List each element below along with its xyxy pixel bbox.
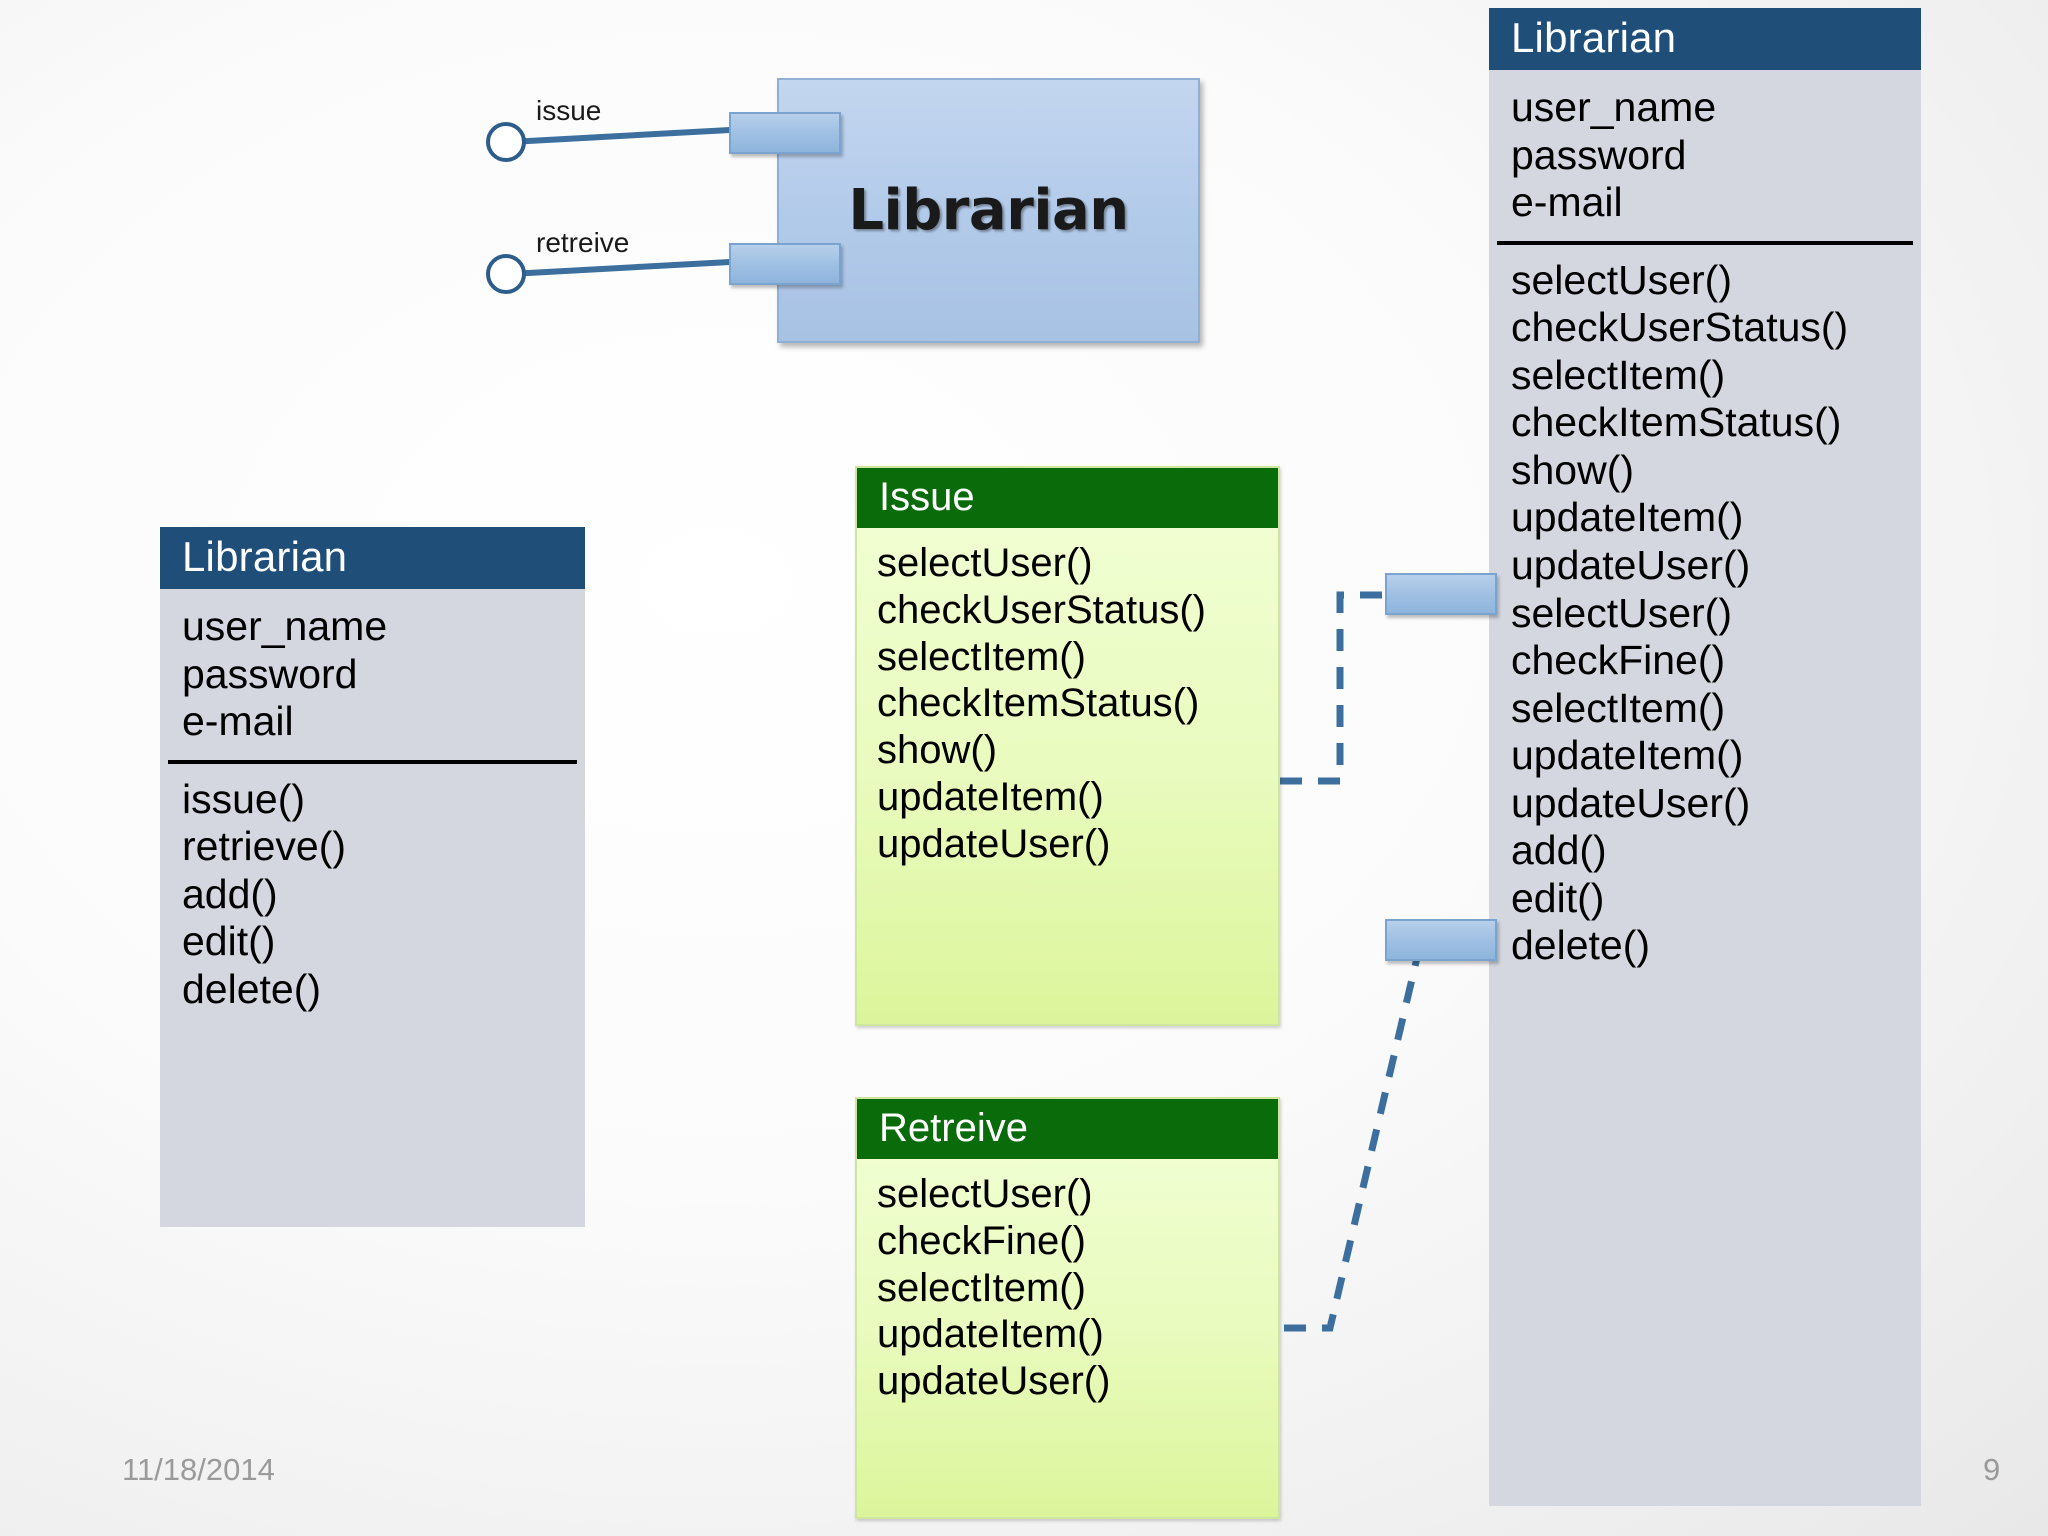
class-operation: add() <box>182 870 278 917</box>
interface-label-issue: issue <box>536 95 602 126</box>
slide-page-number: 9 <box>1983 1452 2001 1487</box>
operation: selectUser() <box>877 541 1093 585</box>
class-attribute: password <box>182 650 358 697</box>
class-operation: selectUser() <box>1511 256 1732 303</box>
class-port-issue[interactable] <box>1385 573 1497 615</box>
component-retreive-title: Retreive <box>857 1099 1278 1159</box>
class-divider <box>1497 240 1913 245</box>
class-operation: checkFine() <box>1511 637 1726 684</box>
interface-socket-retreive[interactable] <box>486 254 526 294</box>
operation: updateUser() <box>877 1359 1111 1404</box>
class-operation: checkItemStatus() <box>1511 399 1842 446</box>
class-attributes: user_name password e-mail <box>160 589 585 756</box>
class-title: Librarian <box>1489 8 1921 71</box>
operation: selectUser() <box>877 1172 1093 1216</box>
operation: updateUser() <box>877 821 1111 866</box>
operation: checkUserStatus() <box>877 587 1206 632</box>
operation: updateItem() <box>877 1312 1104 1357</box>
component-issue-operations: selectUser() checkUserStatus() selectIte… <box>857 528 1278 880</box>
class-attribute: password <box>1511 131 1687 178</box>
class-operation: updateItem() <box>1511 732 1744 779</box>
class-operation: checkUserStatus() <box>1511 304 1849 351</box>
component-retreive-operations: selectUser() checkFine() selectItem() up… <box>857 1159 1278 1417</box>
class-operation: updateUser() <box>1511 779 1751 826</box>
class-operation: updateUser() <box>1511 542 1751 589</box>
class-operation: updateItem() <box>1511 494 1744 541</box>
class-operation: delete() <box>1511 922 1651 969</box>
class-port-retreive[interactable] <box>1385 919 1497 961</box>
operation: selectItem() <box>877 634 1086 679</box>
class-operation: edit() <box>182 918 276 965</box>
interface-label-retreive: retreive <box>536 227 630 258</box>
class-title: Librarian <box>160 527 585 590</box>
class-attributes: user_name password e-mail <box>1489 70 1921 237</box>
class-operation: selectItem() <box>1511 351 1726 398</box>
component-retreive[interactable]: Retreive selectUser() checkFine() select… <box>855 1097 1280 1519</box>
class-operation: selectItem() <box>1511 684 1726 731</box>
operation: checkFine() <box>877 1218 1086 1263</box>
class-operations: issue() retrieve() add() edit() delete() <box>160 764 585 1032</box>
class-operation: delete() <box>182 965 322 1012</box>
component-librarian[interactable]: Librarian <box>777 78 1200 343</box>
class-operation: selectUser() <box>1511 589 1732 636</box>
class-librarian-right[interactable]: Librarian user_name password e-mail sele… <box>1489 8 1921 1506</box>
class-operation: add() <box>1511 827 1607 874</box>
class-attribute: user_name <box>1511 84 1717 131</box>
component-port-retreive[interactable] <box>729 243 841 285</box>
component-issue-title: Issue <box>857 468 1278 528</box>
class-operation: retrieve() <box>182 823 347 870</box>
operation: show() <box>877 728 998 773</box>
component-issue[interactable]: Issue selectUser() checkUserStatus() sel… <box>855 466 1280 1026</box>
class-divider <box>168 759 577 764</box>
operation: checkItemStatus() <box>877 681 1200 726</box>
component-port-issue[interactable] <box>729 112 841 154</box>
class-attribute: e-mail <box>1511 179 1623 226</box>
class-operation: edit() <box>1511 874 1605 921</box>
class-librarian-left[interactable]: Librarian user_name password e-mail issu… <box>160 527 585 1227</box>
operation: updateItem() <box>877 774 1104 819</box>
operation: selectItem() <box>877 1265 1086 1310</box>
class-attribute: user_name <box>182 603 388 650</box>
slide-date: 11/18/2014 <box>122 1452 275 1487</box>
component-label: Librarian <box>848 178 1129 243</box>
interface-socket-issue[interactable] <box>486 122 526 162</box>
class-operation: issue() <box>182 775 306 822</box>
class-operation: show() <box>1511 446 1635 493</box>
class-attribute: e-mail <box>182 698 294 745</box>
class-operations: selectUser() checkUserStatus() selectIte… <box>1489 245 1921 988</box>
